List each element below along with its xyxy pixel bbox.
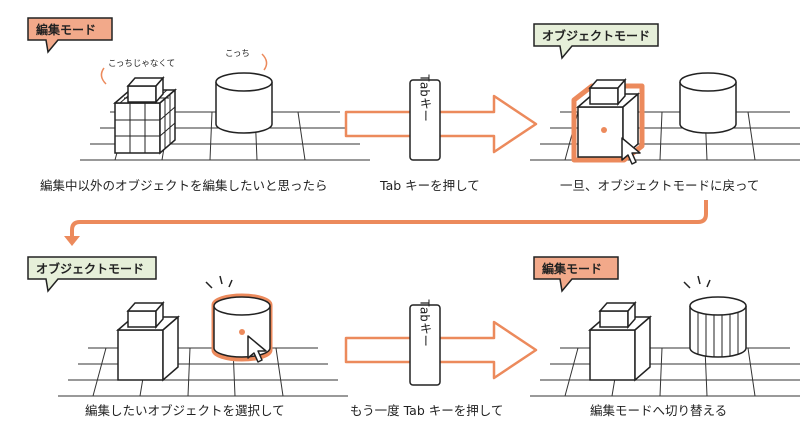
- tab-key-label: Tabキー: [418, 74, 433, 122]
- small-box: [589, 79, 626, 105]
- tab-key-label: Tabキー: [418, 299, 433, 347]
- mode-bubble: 編集モード: [533, 256, 619, 293]
- highlight-marks: [205, 275, 233, 289]
- right-arrow-icon: [344, 94, 538, 154]
- highlight-marks: [683, 275, 711, 289]
- return-arrow-icon: [70, 200, 708, 238]
- step-caption: 一旦、オブジェクトモードに戻って: [560, 178, 759, 193]
- mode-label: 編集モード: [36, 22, 96, 37]
- step-caption: 編集中以外のオブジェクトを編集したいと思ったら: [40, 178, 328, 193]
- mode-bubble: オブジェクトモード: [27, 256, 157, 293]
- panel-object-mode-return: オブジェクトモード 一旦、オブジェクトモードに戻って: [529, 23, 800, 193]
- curved-arrow-icon: [261, 53, 268, 71]
- origin-dot: [601, 127, 607, 133]
- origin-dot: [239, 329, 245, 335]
- panel-press-tab-1: Tabキー Tab キーを押して: [344, 74, 538, 193]
- floor-grid: [529, 111, 800, 161]
- note-this: こっち: [225, 49, 250, 59]
- step-caption: もう一度 Tab キーを押して: [350, 403, 503, 418]
- floor-grid: [57, 347, 349, 397]
- return-arrow-head: [64, 236, 80, 246]
- small-box: [127, 77, 164, 103]
- small-box: [599, 302, 636, 328]
- mode-label: オブジェクトモード: [36, 261, 144, 276]
- panel-press-tab-2: Tabキー もう一度 Tab キーを押して: [344, 299, 538, 418]
- curved-arrow-icon: [100, 67, 107, 85]
- panel-select-object: オブジェクトモード 編集したいオブジェクトを選択して: [27, 256, 349, 418]
- step-caption: Tab キーを押して: [379, 178, 480, 193]
- cylinder: [679, 72, 737, 134]
- mode-label: 編集モード: [542, 261, 602, 276]
- note-not-this: こっちじゃなくて: [108, 59, 175, 69]
- cylinder: [215, 72, 273, 134]
- striped-cylinder: [689, 296, 747, 358]
- tab-key-icon: [409, 79, 441, 161]
- right-arrow-icon: [344, 320, 538, 380]
- step-caption: 編集したいオブジェクトを選択して: [85, 403, 285, 418]
- floor-grid: [529, 347, 800, 397]
- step-caption: 編集モードへ切り替える: [590, 403, 727, 418]
- mode-label: オブジェクトモード: [542, 28, 650, 43]
- mode-bubble: オブジェクトモード: [533, 23, 659, 60]
- mode-bubble: 編集モード: [27, 17, 113, 54]
- panel-edit-mode-end: 編集モード 編集モードへ切り替える: [529, 256, 800, 418]
- small-box: [127, 302, 164, 328]
- tab-key-icon: [409, 304, 441, 386]
- panel-edit-mode-start: 編集モード こっちじゃなくて こっち 編集中以外のオブジェクトを編集したいと思っ…: [27, 17, 371, 193]
